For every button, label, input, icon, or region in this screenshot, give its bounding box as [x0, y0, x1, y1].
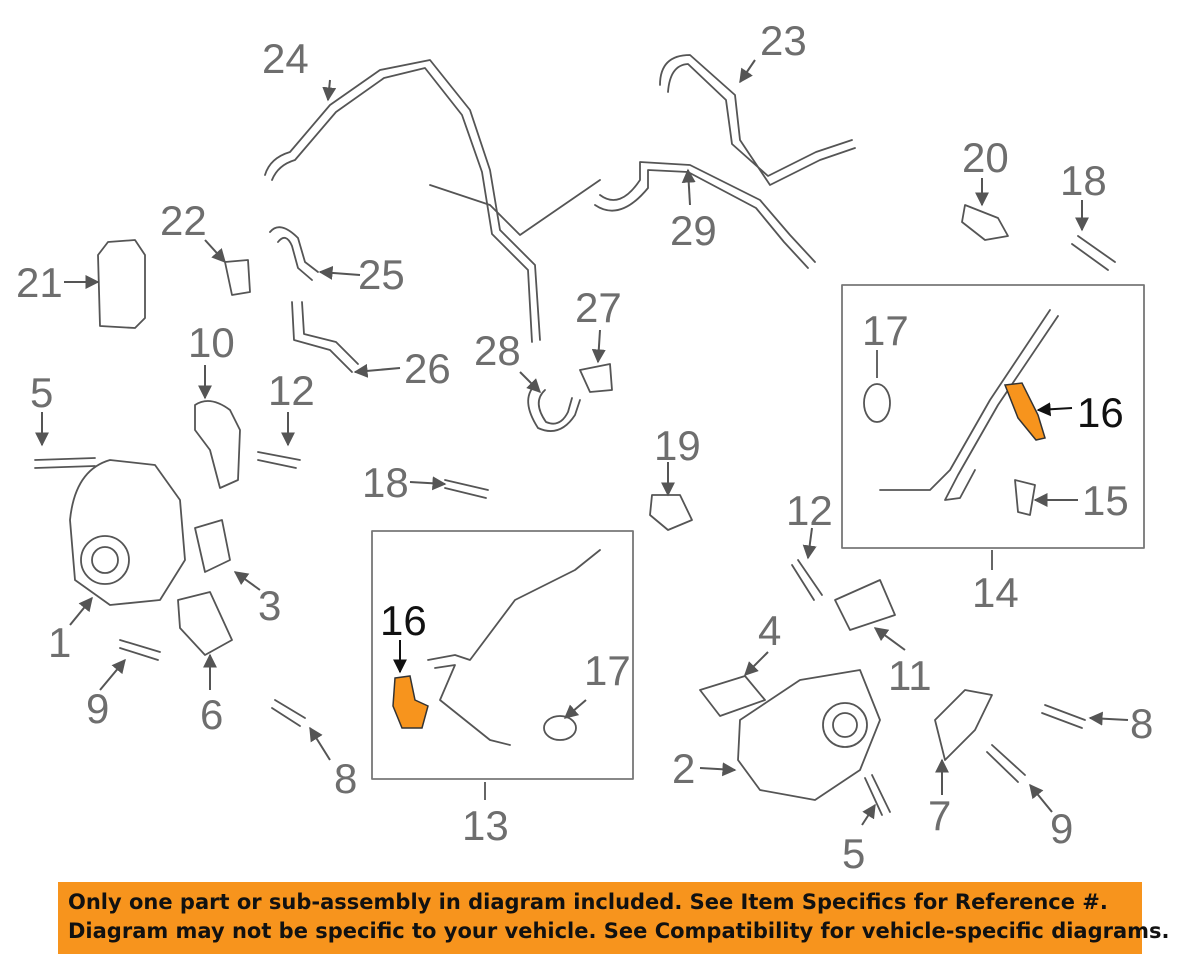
- part-6-shield: [177, 591, 233, 656]
- callout-15: 15: [1082, 477, 1129, 524]
- part-14-oil-line: [879, 309, 1051, 491]
- part-18-bolt-a: [444, 479, 489, 491]
- part-16-highlight: [392, 382, 1046, 729]
- part-26-hose: [291, 301, 353, 373]
- callout-29: 29: [670, 207, 717, 254]
- callout-13: 13: [462, 802, 509, 849]
- callout-27: 27: [575, 284, 622, 331]
- part-1-turbocharger: [69, 459, 186, 606]
- part-22-sensor: [224, 259, 251, 296]
- callout-1: 1: [48, 619, 72, 666]
- callout-18-left: 18: [362, 459, 409, 506]
- part-24-hose: [264, 59, 541, 341]
- part-15-bolt: [1014, 479, 1036, 516]
- disclaimer-banner: Only one part or sub-assembly in diagram…: [58, 882, 1170, 954]
- part-8-bolt-a: [274, 699, 306, 719]
- callout-16-left: 16: [380, 597, 427, 644]
- part-17-seal-a: [543, 715, 577, 741]
- part-21-shield: [97, 239, 146, 329]
- callout-5-left: 5: [30, 369, 54, 416]
- callout-3: 3: [258, 582, 282, 629]
- part-19-sensor: [649, 494, 693, 531]
- part-13-oil-line: [427, 549, 601, 661]
- part-23-hose: [659, 54, 856, 186]
- assembly-box-14: [841, 284, 1145, 549]
- part-2-turbocharger: [737, 669, 881, 801]
- callout-12-left: 12: [268, 367, 315, 414]
- disclaimer-line-2: Diagram may not be specific to your vehi…: [68, 919, 1170, 943]
- callout-4: 4: [758, 607, 782, 654]
- callout-23: 23: [760, 17, 807, 64]
- callout-7: 7: [928, 792, 952, 839]
- part-4-gasket: [699, 675, 766, 717]
- part-20-sensor: [961, 204, 1009, 241]
- callout-24: 24: [262, 35, 309, 82]
- part-27-bracket: [579, 363, 613, 393]
- callout-9-right: 9: [1050, 805, 1074, 852]
- callout-17-right: 17: [862, 307, 909, 354]
- callout-22: 22: [160, 197, 207, 244]
- parts-diagram: [34, 54, 1145, 826]
- callout-26: 26: [404, 345, 451, 392]
- callout-11: 11: [888, 652, 932, 699]
- callout-28: 28: [474, 327, 521, 374]
- part-5-bolt-b: [871, 774, 891, 813]
- callout-8-left: 8: [334, 755, 358, 802]
- assembly-box-13: [371, 530, 634, 780]
- callout-8-right: 8: [1130, 700, 1154, 747]
- callout-5-right: 5: [842, 830, 866, 877]
- part-17-seal-b: [863, 383, 891, 423]
- part-12-bolt-a: [257, 451, 301, 461]
- part-18-bolt-b: [1077, 235, 1116, 263]
- callout-6: 6: [200, 691, 224, 738]
- part-8-bolt-b: [1044, 704, 1086, 721]
- callout-9-left: 9: [86, 685, 110, 732]
- part-9-bolt-b: [991, 744, 1026, 776]
- part-10-bracket: [194, 400, 241, 489]
- part-3-gasket: [194, 519, 231, 573]
- part-7-bracket: [934, 689, 993, 761]
- callout-10: 10: [188, 319, 235, 366]
- part-5-bolt-a: [34, 457, 96, 461]
- callout-16-right: 16: [1077, 389, 1124, 436]
- callout-20: 20: [962, 134, 1009, 181]
- callout-19: 19: [654, 422, 701, 469]
- callout-12-right: 12: [786, 487, 833, 534]
- callout-21: 21: [16, 259, 63, 306]
- callout-25: 25: [358, 251, 405, 298]
- part-9-bolt-a: [119, 639, 161, 653]
- part-25-hose: [269, 226, 319, 273]
- disclaimer-line-1: Only one part or sub-assembly in diagram…: [68, 890, 1108, 914]
- part-11-bracket: [834, 579, 896, 631]
- part-28-hose: [527, 384, 581, 432]
- part-29-hose: [599, 161, 816, 263]
- callout-17-left: 17: [584, 647, 631, 694]
- callout-2: 2: [672, 745, 696, 792]
- callout-14: 14: [972, 569, 1019, 616]
- callout-18-right: 18: [1060, 157, 1107, 204]
- part-12-bolt-b: [797, 559, 823, 596]
